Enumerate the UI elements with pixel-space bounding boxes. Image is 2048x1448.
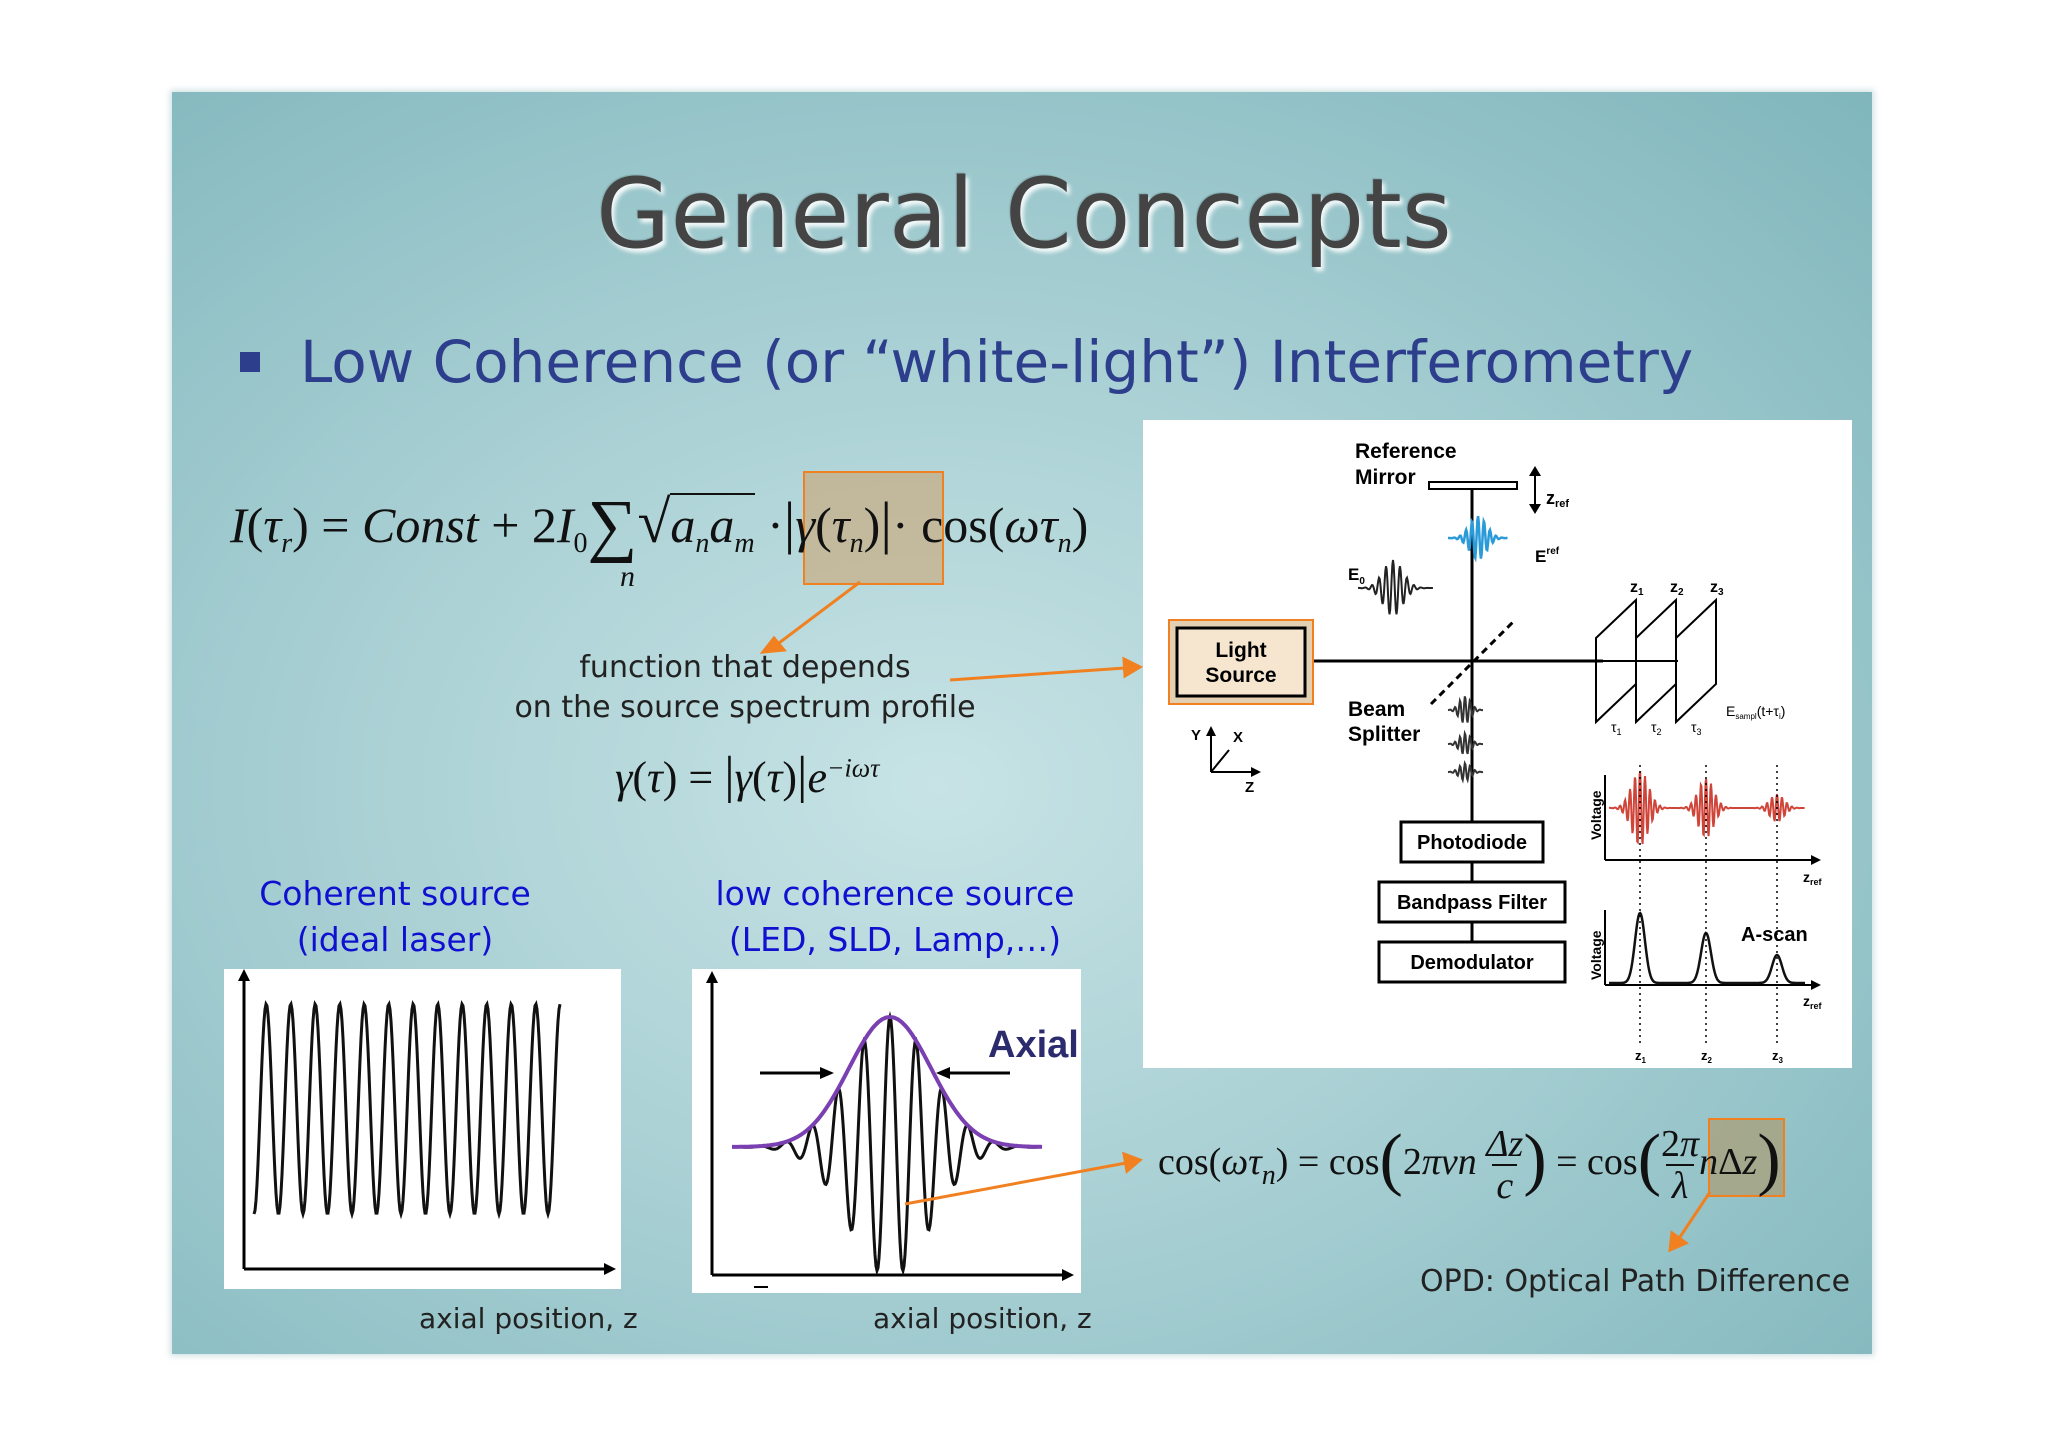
e-sample-label: Esampl(t+τi) — [1726, 703, 1785, 721]
a-scan-curve — [1609, 911, 1805, 985]
reference-mirror-label-1: Reference — [1355, 440, 1457, 463]
coherent-wave — [252, 1000, 562, 1220]
low-coherence-axis-label: axial position, z — [873, 1302, 1092, 1335]
svg-text:z2: z2 — [1701, 1048, 1713, 1065]
svg-text:τ2: τ2 — [1651, 719, 1662, 737]
coherent-source-label: Coherent source (ideal laser) — [230, 871, 560, 963]
gamma-equation: γ(τ) = |γ(τ)|e−iωτ — [615, 747, 880, 804]
gamma-highlight — [803, 471, 944, 585]
svg-text:z1: z1 — [1635, 1048, 1647, 1065]
e-ref-label: Eref — [1535, 546, 1560, 566]
coherent-source-line1: Coherent source — [259, 874, 531, 913]
sample-planes — [1595, 597, 1717, 725]
e0-wavepacket — [1358, 559, 1433, 615]
z-ref-label: zref — [1546, 488, 1569, 510]
coherent-source-line2: (ideal laser) — [296, 920, 494, 959]
light-source-label-2: Source — [1205, 664, 1276, 687]
sum-index: n — [620, 560, 635, 593]
coherent-axis-label: axial position, z — [419, 1302, 638, 1335]
bullet-marker — [240, 352, 260, 372]
a-scan-label: A-scan — [1741, 924, 1808, 946]
coherent-plot — [224, 969, 621, 1289]
low-coherence-line2: (LED, SLD, Lamp,…) — [728, 920, 1062, 959]
bandpass-filter-label: Bandpass Filter — [1397, 892, 1547, 914]
beam-splitter-label-2: Splitter — [1348, 723, 1420, 746]
beam-splitter-label-1: Beam — [1348, 698, 1405, 721]
axis-z-label: Z — [1245, 779, 1254, 796]
svg-text:τ3: τ3 — [1691, 719, 1702, 737]
bullet-text: Low Coherence (or “white-light”) Interfe… — [300, 328, 1694, 396]
photodiode-label: Photodiode — [1417, 832, 1527, 854]
axis-y-label: Y — [1191, 727, 1201, 744]
svg-text:τ1: τ1 — [1611, 719, 1622, 737]
svg-text:z2: z2 — [1670, 579, 1684, 598]
oct-diagram: Reference Mirror zref Eref E0 Light Sour… — [1143, 420, 1852, 1068]
low-coherence-plot: Axial — [692, 969, 1081, 1293]
light-source-label-1: Light — [1215, 639, 1266, 662]
function-note: function that depends on the source spec… — [500, 648, 990, 728]
voltage-label-2: Voltage — [1588, 930, 1604, 980]
low-coherence-source-label: low coherence source (LED, SLD, Lamp,…) — [700, 871, 1090, 963]
main-equation: I(τr) = Const + 2I0∑√anam ·|γ(τn)|· cos(… — [230, 487, 1089, 564]
svg-text:z3: z3 — [1710, 579, 1724, 598]
reference-wavepacket — [1448, 515, 1508, 563]
returning-wavepackets — [1447, 696, 1484, 784]
function-note-line1: function that depends — [579, 650, 911, 685]
slide-title: General Concepts — [596, 158, 1452, 270]
opd-highlight — [1708, 1118, 1785, 1197]
demodulator-label: Demodulator — [1410, 952, 1534, 974]
low-coherence-line1: low coherence source — [715, 874, 1075, 913]
svg-text:zref: zref — [1803, 993, 1823, 1011]
axial-word: Axial — [988, 1024, 1079, 1066]
axis-x-label: X — [1233, 729, 1243, 746]
voltage-label-1: Voltage — [1588, 790, 1604, 840]
function-note-line2: on the source spectrum profile — [514, 690, 976, 725]
svg-text:zref: zref — [1803, 869, 1823, 887]
reference-mirror-label-2: Mirror — [1355, 466, 1416, 489]
svg-text:z3: z3 — [1772, 1048, 1784, 1065]
opd-label: OPD: Optical Path Difference — [1420, 1264, 1851, 1299]
svg-text:z1: z1 — [1630, 579, 1644, 598]
e0-label: E0 — [1348, 565, 1365, 587]
envelope-curve — [732, 1014, 1043, 1149]
voltage-wave — [1608, 771, 1805, 845]
